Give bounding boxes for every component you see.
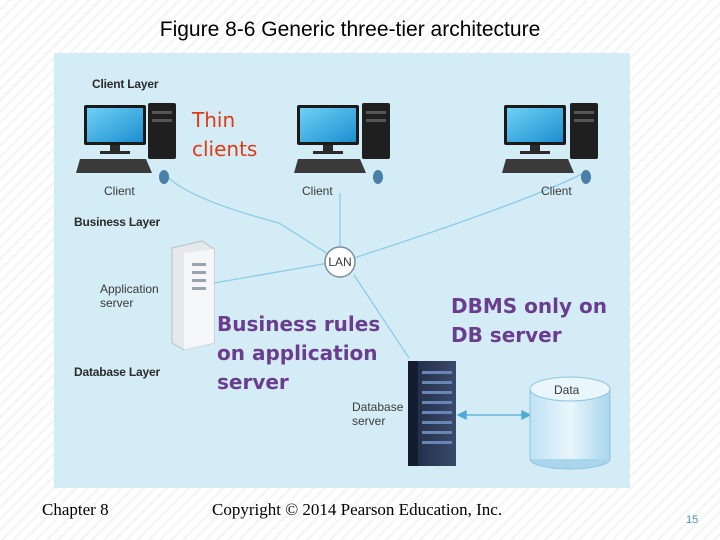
page-number: 15 <box>686 514 699 526</box>
client-computer-2 <box>294 103 390 184</box>
dbms-callout: DBMS only on DB server <box>451 294 607 347</box>
architecture-diagram <box>76 103 611 470</box>
lan-node <box>324 246 356 278</box>
lan-label: LAN <box>328 255 352 269</box>
thin-clients-callout: Thin clients <box>192 108 258 161</box>
data-store-cylinder <box>529 376 611 470</box>
database-layer-label: Database Layer <box>74 365 160 379</box>
footer-copyright: Copyright © 2014 Pearson Education, Inc. <box>212 500 503 519</box>
client-computer-3 <box>502 103 598 184</box>
data-label: Data <box>554 383 580 397</box>
lan-line-app-server <box>213 262 330 284</box>
client-layer-label: Client Layer <box>92 77 159 91</box>
db-data-arrow <box>456 409 532 421</box>
lan-lines <box>163 172 585 359</box>
application-server <box>171 240 215 351</box>
application-server-label: Application server <box>100 282 159 310</box>
lan-line-db-server <box>353 274 410 359</box>
slide-title: Figure 8-6 Generic three-tier architectu… <box>159 18 541 41</box>
footer-chapter: Chapter 8 <box>42 500 109 519</box>
business-layer-label: Business Layer <box>74 215 160 229</box>
business-rules-callout: Business rules on application server <box>217 312 381 394</box>
database-server-label: Database server <box>352 400 404 428</box>
client-computer-1 <box>76 103 176 184</box>
lan-line-client-3 <box>353 172 585 259</box>
lan-line-client-1 <box>163 172 340 262</box>
architecture-figure: Client Layer Business Layer Database Lay… <box>54 53 630 488</box>
client-label-2: Client <box>302 184 333 198</box>
client-label-1: Client <box>104 184 135 198</box>
client-label-3: Client <box>541 184 572 198</box>
database-server <box>408 361 456 466</box>
